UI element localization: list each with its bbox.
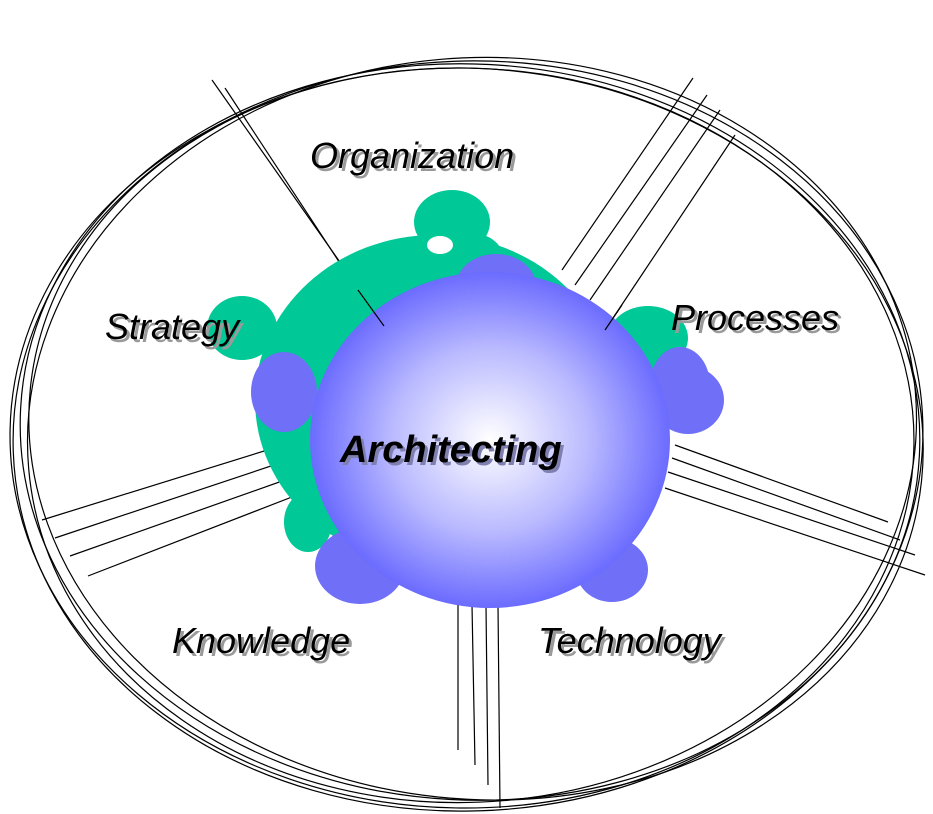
segment-labels: Organization Organization Processes Proc… [105,135,842,664]
hub-sphere [310,272,670,608]
wheel-rim [9,67,915,809]
spoke-inner-end [604,304,623,331]
hub-shadow-shape [284,492,332,552]
svg-text:Knowledge: Knowledge [175,623,353,664]
wheel-rim [26,56,918,804]
hub-knob [652,366,724,434]
svg-text:Strategy: Strategy [108,309,244,350]
spoke-line [54,457,296,539]
svg-text:Organization: Organization [313,138,517,179]
spoke-line [69,473,303,557]
wheel-rims [9,56,924,812]
spoke-line [671,457,901,541]
spoke-line [87,489,311,577]
spoke-line [561,77,694,271]
spoke-line [664,487,926,576]
wheel-rim [12,60,924,812]
svg-text:Architecting: Architecting [342,432,565,474]
spoke-line [485,604,489,786]
spoke-inner-end [357,289,385,327]
architecting-center-label: Architecting [339,429,562,471]
hub-knob [251,352,317,432]
spoke-line [471,604,476,766]
svg-text:Technology: Technology [541,623,726,664]
hub-shadow-notch [427,236,453,254]
svg-text:Processes: Processes [674,300,842,341]
spokes [41,77,926,809]
wheel-rim [19,63,921,801]
strategy-label: Strategy [105,306,241,347]
hub-shadow-shape [207,296,277,360]
spoke-line [497,604,501,809]
spoke-line [574,94,708,286]
technology-label: Technology [538,620,723,661]
spoke-line [674,444,889,523]
spoke-line [41,442,291,521]
processes-label: Processes [671,297,839,338]
spoke-line [667,471,916,556]
spoke-line [604,134,736,331]
spoke-line [589,109,721,301]
organization-label: Organization [310,135,514,176]
knowledge-label: Knowledge [172,620,350,661]
